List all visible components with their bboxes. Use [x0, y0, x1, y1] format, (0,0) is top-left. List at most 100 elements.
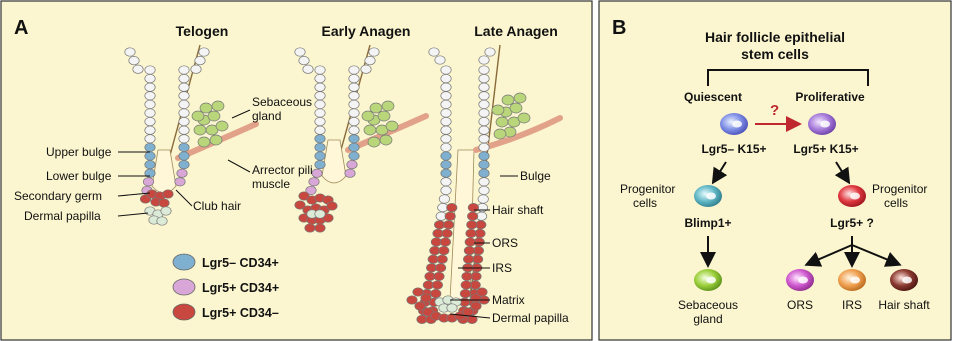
- late-anagen-inner-cell: [463, 255, 473, 263]
- label-upper-bulge: Upper bulge: [46, 145, 112, 159]
- sebaceous-gland-cell: [386, 121, 398, 131]
- legend-label-3: Lgr5+ CD34–: [202, 306, 279, 320]
- label-matrix: Matrix: [492, 293, 525, 307]
- matrix-cell: [421, 294, 431, 302]
- label-sebaceous-b-1: Sebaceous: [678, 298, 738, 312]
- label-ors-a: ORS: [492, 236, 518, 250]
- follicle-cell-right: [179, 109, 189, 117]
- late-anagen-outer-cell: [441, 160, 451, 168]
- follicle-cell-right: [345, 169, 355, 177]
- late-anagen-outer-cell: [441, 178, 451, 186]
- dermal-papilla-cell: [315, 210, 325, 218]
- late-anagen-outer-cell: [441, 117, 451, 125]
- follicle-cell-right: [175, 178, 185, 186]
- late-anagen-outer-cell: [441, 126, 451, 134]
- dermal-papilla-cell: [161, 207, 171, 215]
- sebaceous-gland-cell: [208, 111, 220, 121]
- dermal-papilla-cell: [157, 217, 167, 225]
- follicle-cell-left: [145, 74, 155, 82]
- progenitor-right-2: cells: [884, 196, 908, 210]
- late-anagen-inner-cell: [442, 229, 452, 237]
- follicle-cell-left: [315, 92, 325, 100]
- sebaceous-gland-cell: [382, 101, 394, 111]
- late-anagen-outer-cell: [441, 74, 451, 82]
- sebaceous-gland-cell: [216, 121, 228, 131]
- sebaceous-gland-cell: [492, 105, 504, 115]
- follicle-cell-right: [179, 83, 189, 91]
- funnel-cell: [195, 56, 205, 64]
- follicle-cell-left: [315, 135, 325, 143]
- late-anagen-outer-cell: [441, 109, 451, 117]
- late-anagen-inner-cell: [440, 238, 450, 246]
- late-anagen-outer-cell: [441, 92, 451, 100]
- label-irs-b: IRS: [842, 298, 862, 312]
- label-bulge: Bulge: [520, 169, 551, 183]
- late-anagen-outer-cell: [441, 143, 451, 151]
- label-dermal-papilla-late: Dermal papilla: [492, 311, 569, 325]
- follicle-cell-right: [177, 169, 187, 177]
- late-anagen-inner-cell: [461, 281, 471, 289]
- funnel-cell: [125, 48, 135, 56]
- follicle-cell-left: [312, 169, 322, 177]
- sebaceous-gland-cell: [362, 111, 374, 121]
- late-anagen-inner-cell: [447, 203, 457, 211]
- late-anagen-outer-cell: [479, 160, 489, 168]
- follicle-cell-left: [315, 74, 325, 82]
- marker-right: Lgr5+ K15+: [793, 142, 858, 156]
- sebaceous-gland-cell: [510, 103, 522, 113]
- late-anagen-inner-cell: [437, 255, 447, 263]
- follicle-cell-right: [179, 117, 189, 125]
- sebaceous-gland-cell: [378, 111, 390, 121]
- legend-swatch-lgr5pos-cd34pos: [173, 279, 195, 295]
- secondary-germ-cell: [163, 190, 173, 198]
- late-anagen-outer-cell: [441, 186, 451, 194]
- anagen-germ-cell: [305, 224, 315, 232]
- late-anagen-outer-cell: [479, 66, 489, 74]
- late-anagen-outer-cell: [441, 135, 451, 143]
- sebaceous-gland-cell: [200, 103, 212, 113]
- follicle-cell-right: [349, 109, 359, 117]
- follicle-cell-right: [349, 126, 359, 134]
- late-anagen-outer-cell: [479, 92, 489, 100]
- follicle-cell-left: [315, 143, 325, 151]
- late-anagen-outer-cell: [479, 100, 489, 108]
- follicle-cell-left: [315, 100, 325, 108]
- funnel-cell: [369, 48, 379, 56]
- funnel-cell: [429, 48, 439, 56]
- funnel-cell: [199, 48, 209, 56]
- label-blimp: Blimp1+: [684, 216, 731, 230]
- late-anagen-outer-cell: [441, 100, 451, 108]
- sebaceous-gland-cell: [494, 129, 506, 139]
- stage-title-early-anagen: Early Anagen: [322, 23, 411, 39]
- follicle-cell-right: [179, 92, 189, 100]
- legend: Lgr5– CD34+ Lgr5+ CD34+ Lgr5+ CD34–: [173, 254, 279, 320]
- late-anagen-outer-cell: [479, 74, 489, 82]
- panel-b-title-2: stem cells: [741, 46, 809, 62]
- follicle-cell-left: [315, 160, 325, 168]
- late-anagen-outer-cell: [478, 195, 488, 203]
- late-anagen-inner-cell: [435, 264, 445, 272]
- matrix-cell: [415, 302, 425, 310]
- late-anagen-outer-cell: [479, 178, 489, 186]
- label-club-hair: Club hair: [193, 199, 241, 213]
- follicle-cell-left: [145, 92, 155, 100]
- anagen-germ-cell: [327, 202, 337, 210]
- progenitor-right-1: Progenitor: [872, 182, 927, 196]
- late-anagen-inner-cell: [467, 212, 477, 220]
- follicle-cell-left: [145, 135, 155, 143]
- follicle-cell-right: [349, 100, 359, 108]
- late-anagen-inner-cell: [460, 289, 470, 297]
- follicle-cell-left: [315, 126, 325, 134]
- late-anagen-outer-cell: [479, 126, 489, 134]
- label-hair-shaft-a: Hair shaft: [492, 203, 544, 217]
- late-anagen-inner-cell: [434, 272, 444, 280]
- anagen-germ-cell: [315, 224, 325, 232]
- progenitor-left-2: cells: [633, 196, 657, 210]
- late-anagen-outer-cell: [441, 169, 451, 177]
- cell-quiescent-nucleus: [732, 121, 742, 128]
- follicle-cell-left: [145, 117, 155, 125]
- label-ors-b: ORS: [787, 298, 813, 312]
- panel-b-letter: B: [612, 17, 626, 39]
- sebaceous-gland-cell: [364, 125, 376, 135]
- follicle-cell-left: [145, 152, 155, 160]
